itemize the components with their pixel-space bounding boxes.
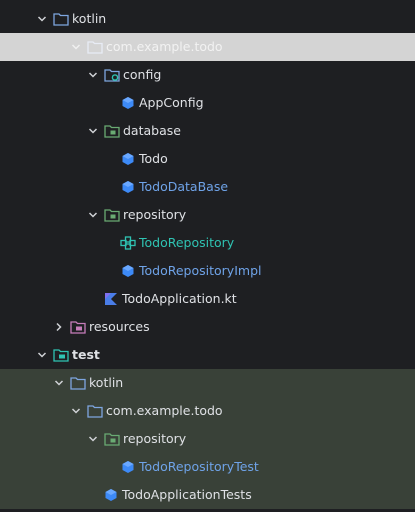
tree-item-label: test xyxy=(72,347,100,362)
tree-item-todoapplicationtests[interactable]: TodoApplicationTests xyxy=(0,481,415,509)
tree-item-label: AppConfig xyxy=(139,95,204,110)
tree-item-appconfig[interactable]: AppConfig xyxy=(0,89,415,117)
tree-item-label: kotlin xyxy=(72,11,107,26)
kotlin-class-icon xyxy=(120,151,136,167)
tree-item-todoapplication-kt[interactable]: TodoApplication.kt xyxy=(0,285,415,313)
tree-item-package-selected[interactable]: com.example.todo xyxy=(0,33,415,61)
tree-item-label: TodoRepository xyxy=(139,235,235,250)
tree-item-label: repository xyxy=(123,207,187,222)
folder-icon xyxy=(53,11,69,27)
tree-item-label: TodoApplication.kt xyxy=(122,291,237,306)
tree-item-todorepositoryimpl[interactable]: TodoRepositoryImpl xyxy=(0,257,415,285)
test-folder-icon xyxy=(53,347,69,363)
tree-item-label: Todo xyxy=(139,151,168,166)
kotlin-class-icon xyxy=(103,487,119,503)
chevron-down-icon[interactable] xyxy=(69,40,83,54)
tree-item-test[interactable]: test xyxy=(0,341,415,369)
tree-item-kotlin[interactable]: kotlin xyxy=(0,5,415,33)
tree-item-config[interactable]: config xyxy=(0,61,415,89)
tree-item-label: kotlin xyxy=(89,375,124,390)
kotlin-class-icon xyxy=(120,263,136,279)
chevron-down-icon[interactable] xyxy=(86,124,100,138)
chevron-down-icon[interactable] xyxy=(86,68,100,82)
tree-item-test-repository[interactable]: repository xyxy=(0,425,415,453)
chevron-down-icon[interactable] xyxy=(52,376,66,390)
tree-item-label: database xyxy=(123,123,181,138)
resources-folder-icon xyxy=(70,319,86,335)
kotlin-class-icon xyxy=(120,459,136,475)
chevron-down-icon[interactable] xyxy=(35,348,49,362)
chevron-down-icon[interactable] xyxy=(86,208,100,222)
folder-icon xyxy=(70,375,86,391)
chevron-right-icon[interactable] xyxy=(52,320,66,334)
source-folder-icon xyxy=(104,207,120,223)
interface-icon xyxy=(120,235,136,251)
chevron-down-icon[interactable] xyxy=(69,404,83,418)
package-folder-icon xyxy=(87,403,103,419)
tree-item-repository[interactable]: repository xyxy=(0,201,415,229)
tree-item-label: TodoRepositoryImpl xyxy=(139,263,262,278)
source-folder-icon xyxy=(104,123,120,139)
tree-item-label: TodoDataBase xyxy=(139,179,229,194)
tree-item-test-kotlin[interactable]: kotlin xyxy=(0,369,415,397)
tree-item-database[interactable]: database xyxy=(0,117,415,145)
source-folder-icon xyxy=(104,431,120,447)
chevron-down-icon[interactable] xyxy=(86,432,100,446)
tree-item-test-package[interactable]: com.example.todo xyxy=(0,397,415,425)
tree-item-label: com.example.todo xyxy=(106,403,223,418)
tree-item-todorepositorytest[interactable]: TodoRepositoryTest xyxy=(0,453,415,481)
chevron-down-icon[interactable] xyxy=(35,12,49,26)
tree-item-todorepository[interactable]: TodoRepository xyxy=(0,229,415,257)
tree-item-label: config xyxy=(123,67,162,82)
kotlin-class-icon xyxy=(120,179,136,195)
tree-item-todo[interactable]: Todo xyxy=(0,145,415,173)
tree-item-label: TodoRepositoryTest xyxy=(139,459,259,474)
tree-item-label: resources xyxy=(89,319,150,334)
tree-item-label: TodoApplicationTests xyxy=(122,487,252,502)
config-folder-icon xyxy=(104,67,120,83)
tree-item-label: com.example.todo xyxy=(106,39,223,54)
tree-item-tododatabase[interactable]: TodoDataBase xyxy=(0,173,415,201)
package-folder-icon xyxy=(87,39,103,55)
tree-item-resources[interactable]: resources xyxy=(0,313,415,341)
tree-item-label: repository xyxy=(123,431,187,446)
kotlin-file-icon xyxy=(103,291,119,307)
kotlin-class-icon xyxy=(120,95,136,111)
